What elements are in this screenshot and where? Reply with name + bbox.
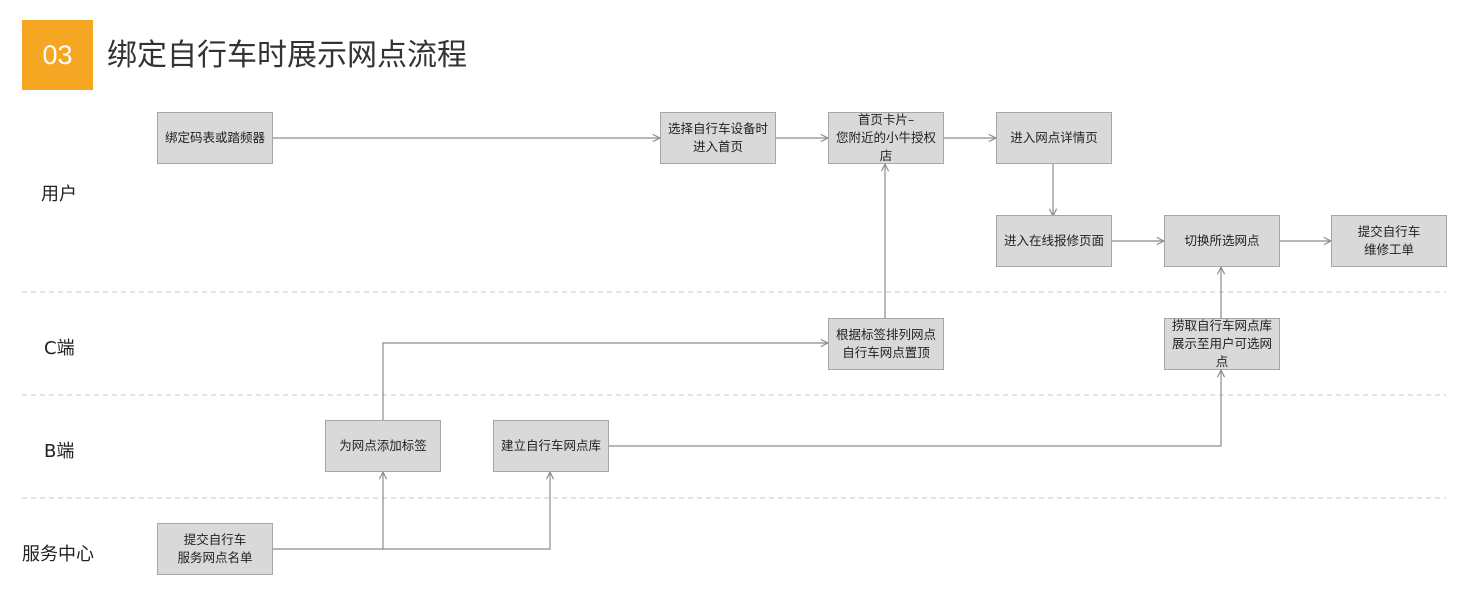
- node-switch-outlet: 切换所选网点: [1164, 215, 1280, 267]
- node-select-bike: 选择自行车设备时 进入首页: [660, 112, 776, 164]
- lane-label-b-end: B端: [44, 441, 75, 462]
- node-outlet-detail: 进入网点详情页: [996, 112, 1112, 164]
- node-fetch-outlets: 捞取自行车网点库 展示至用户可选网点: [1164, 318, 1280, 370]
- lane-label-service-center: 服务中心: [22, 544, 94, 565]
- lane-label-user: 用户: [41, 184, 77, 205]
- page-title: 绑定自行车时展示网点流程: [107, 38, 467, 73]
- section-number-badge: 03: [22, 20, 93, 90]
- node-home-card: 首页卡片– 您附近的小牛授权店: [828, 112, 944, 164]
- node-submit-list: 提交自行车 服务网点名单: [157, 523, 273, 575]
- arrow-list-to-library: [383, 472, 550, 550]
- lane-label-c-end: C端: [44, 338, 75, 359]
- arrow-list-to-tag: [273, 472, 383, 550]
- arrow-library-to-fetch: [608, 370, 1221, 447]
- node-build-library: 建立自行车网点库: [493, 420, 609, 472]
- arrow-tag-to-sort: [382, 343, 828, 420]
- node-submit-order: 提交自行车 维修工单: [1331, 215, 1447, 267]
- node-bind-meter: 绑定码表或踏频器: [157, 112, 273, 164]
- node-add-tag: 为网点添加标签: [325, 420, 441, 472]
- node-sort-by-tag: 根据标签排列网点 自行车网点置顶: [828, 318, 944, 370]
- node-repair-page: 进入在线报修页面: [996, 215, 1112, 267]
